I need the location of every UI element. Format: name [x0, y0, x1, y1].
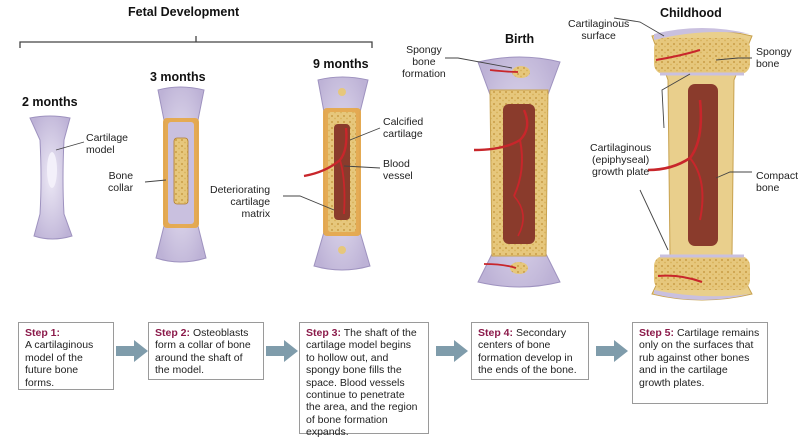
- bone-birth: [474, 57, 560, 287]
- label-spongy-bone: Spongybone: [756, 46, 792, 70]
- step-2-label: Step 2:: [155, 327, 190, 339]
- step-3-label: Step 3:: [306, 327, 341, 339]
- step-3-text: The shaft of the cartilage model begins …: [306, 327, 418, 438]
- label-calcified-cartilage: Calcifiedcartilage: [383, 116, 423, 140]
- bone-9-months: [304, 77, 370, 270]
- label-blood-vessel: Bloodvessel: [383, 158, 413, 182]
- step-box-3: Step 3: The shaft of the cartilage model…: [299, 322, 429, 434]
- step-box-5: Step 5: Cartilage remains only on the su…: [632, 322, 768, 404]
- bone-3-months: [156, 87, 206, 262]
- arrow-step-3-4: [436, 340, 468, 362]
- label-cartilaginous-surface: Cartilaginoussurface: [568, 18, 629, 42]
- label-bone-collar: Bonecollar: [108, 170, 133, 194]
- label-cartilage-model: Cartilagemodel: [86, 132, 128, 156]
- fetal-bracket: [20, 42, 372, 48]
- step-5-label: Step 5:: [639, 327, 674, 339]
- step-box-2: Step 2: Osteoblasts form a collar of bon…: [148, 322, 264, 380]
- arrow-step-4-5: [596, 340, 628, 362]
- label-spongy-bone-formation: Spongyboneformation: [402, 44, 446, 80]
- bone-childhood: [648, 28, 752, 300]
- arrow-step-2-3: [266, 340, 298, 362]
- arrow-step-1-2: [116, 340, 148, 362]
- step-4-label: Step 4:: [478, 327, 513, 339]
- step-1-text: A cartilaginous model of the future bone…: [25, 339, 93, 388]
- label-deteriorating-cartilage-matrix: Deterioratingcartilagematrix: [210, 184, 270, 220]
- label-growth-plate: Cartilaginous(epiphyseal)growth plate: [590, 142, 651, 178]
- bone-2-months: [30, 116, 72, 239]
- step-1-label: Step 1:: [25, 327, 60, 339]
- step-box-1: Step 1: A cartilaginous model of the fut…: [18, 322, 114, 390]
- label-compact-bone: Compactbone: [756, 170, 798, 194]
- step-box-4: Step 4: Secondary centers of bone format…: [471, 322, 589, 380]
